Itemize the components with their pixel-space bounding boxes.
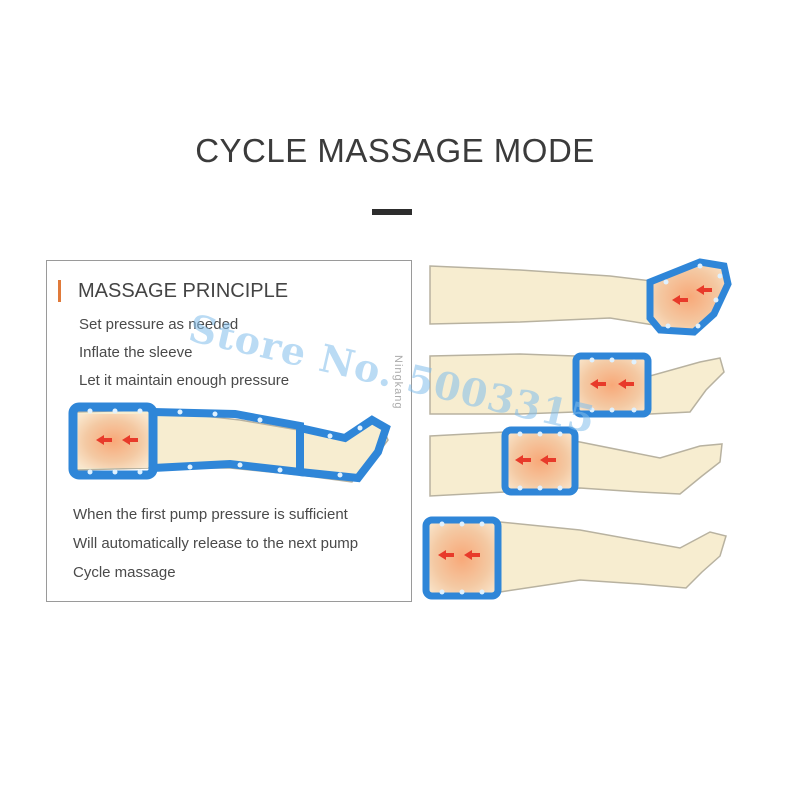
- principle-leg-illustration: [68, 402, 391, 483]
- sequence-calf-inflated: [429, 352, 725, 418]
- heading-accent-bar: [58, 280, 61, 302]
- principle-heading: MASSAGE PRINCIPLE: [78, 280, 289, 302]
- principle-note-2: Will automatically release to the next p…: [73, 535, 359, 552]
- sequence-foot-inflated: [429, 258, 732, 336]
- principle-note-3: Cycle massage: [73, 564, 176, 581]
- principle-step-2: Inflate the sleeve: [79, 344, 193, 361]
- sequence-knee-inflated: [429, 426, 723, 497]
- principle-step-1: Set pressure as needed: [79, 316, 239, 333]
- title-underline: [372, 209, 412, 215]
- principle-step-3: Let it maintain enough pressure: [79, 372, 290, 389]
- sequence-thigh-inflated: [422, 516, 727, 600]
- principle-note-1: When the first pump pressure is sufficie…: [73, 506, 348, 523]
- page-title: CYCLE MASSAGE MODE: [195, 132, 595, 169]
- vertical-watermark: Ningkang: [392, 355, 404, 410]
